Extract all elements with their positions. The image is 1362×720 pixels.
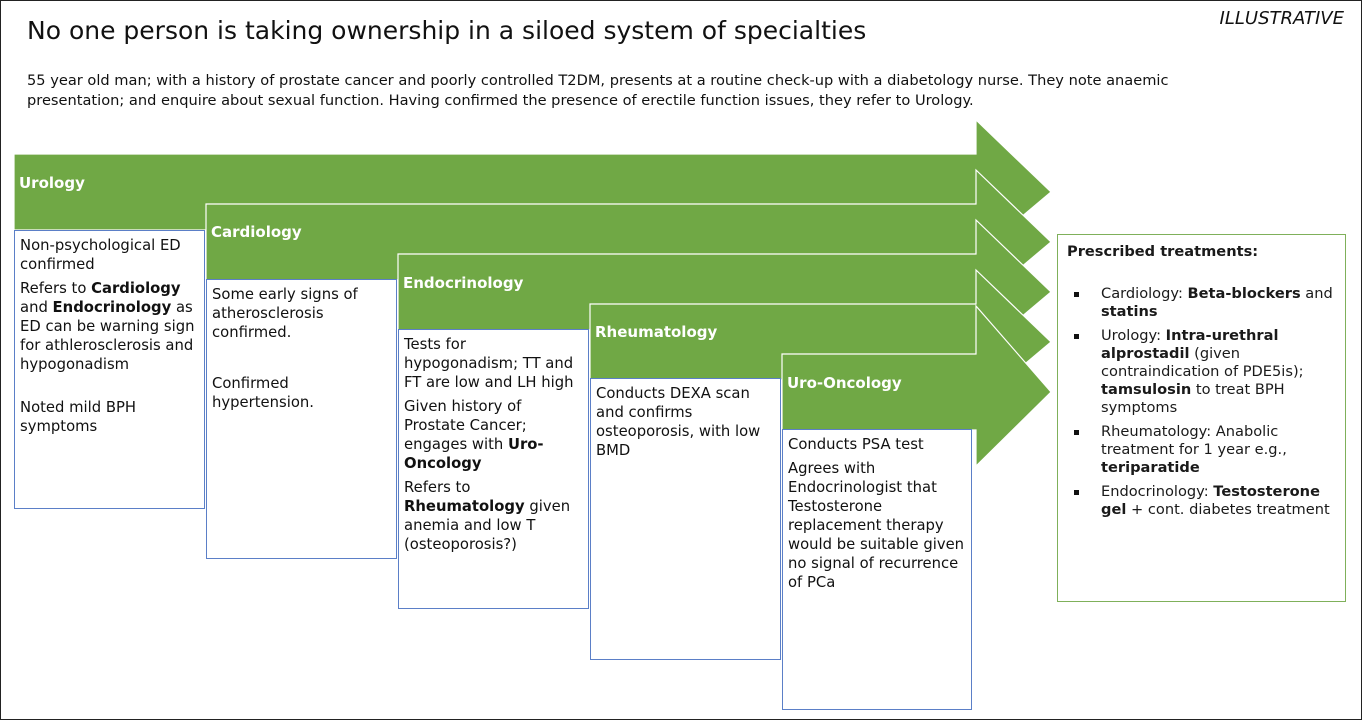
- note-paragraph: Refers to Rheumatology given anemia and …: [404, 478, 583, 554]
- note-paragraph: Some early signs of atherosclerosis conf…: [212, 285, 391, 342]
- bold-term: Beta-blockers: [1187, 285, 1301, 302]
- note-paragraph: Given history of Prostate Cancer; engage…: [404, 397, 583, 473]
- text-run: to treat BPH symptoms: [1101, 381, 1285, 416]
- note-paragraph: Tests for hypogonadism; TT and FT are lo…: [404, 335, 583, 392]
- text-run: Cardiology:: [1101, 285, 1188, 302]
- text-run: Non-psychological ED confirmed: [20, 237, 181, 273]
- note-paragraph: Non-psychological ED confirmed: [20, 236, 199, 274]
- text-run: and: [20, 299, 53, 316]
- text-run: + cont. diabetes treatment: [1126, 501, 1330, 518]
- bold-term: teriparatide: [1101, 459, 1200, 476]
- notes-rheumatology: Conducts DEXA scan and confirms osteopor…: [590, 378, 781, 660]
- text-run: Agrees with Endocrinologist that Testost…: [788, 460, 965, 591]
- bold-term: Uro-Oncology: [404, 436, 544, 472]
- text-run: (given contraindication of PDE5is);: [1101, 345, 1304, 380]
- text-run: Refers to: [404, 479, 471, 496]
- text-run: Some early signs of atherosclerosis conf…: [212, 286, 358, 341]
- text-run: Rheumatology: Anabolic treatment for 1 y…: [1101, 423, 1287, 458]
- treatment-item: Rheumatology: Anabolic treatment for 1 y…: [1067, 423, 1336, 477]
- prescribed-treatments-box: Prescribed treatments: Cardiology: Beta-…: [1057, 234, 1346, 602]
- illustrative-tag: ILLUSTRATIVE: [1219, 8, 1344, 29]
- note-paragraph: Noted mild BPH symptoms: [20, 398, 199, 436]
- note-paragraph: Conducts PSA test: [788, 435, 966, 454]
- text-run: as ED can be warning sign for athleroscl…: [20, 299, 195, 373]
- bold-term: Cardiology: [91, 280, 181, 297]
- text-run: Endocrinology:: [1101, 483, 1214, 500]
- text-run: and: [1300, 285, 1333, 302]
- note-paragraph: Agrees with Endocrinologist that Testost…: [788, 459, 966, 592]
- treatment-item: Urology: Intra-urethral alprostadil (giv…: [1067, 327, 1336, 417]
- text-run: Conducts DEXA scan and confirms osteopor…: [596, 385, 761, 459]
- treatments-heading: Prescribed treatments:: [1067, 243, 1259, 260]
- bold-term: tamsulosin: [1101, 381, 1192, 398]
- text-run: Conducts PSA test: [788, 436, 924, 453]
- slide-title: No one person is taking ownership in a s…: [27, 16, 867, 45]
- band-label-cardiology: Cardiology: [211, 223, 302, 241]
- band-label-urology: Urology: [19, 174, 85, 192]
- text-run: Confirmed hypertension.: [212, 375, 314, 411]
- notes-endocrinology: Tests for hypogonadism; TT and FT are lo…: [398, 329, 589, 609]
- note-paragraph: Refers to Cardiology and Endocrinology a…: [20, 279, 199, 374]
- case-intro: 55 year old man; with a history of prost…: [27, 72, 1169, 109]
- text-run: Refers to: [20, 280, 92, 297]
- treatment-item: Cardiology: Beta-blockers and statins: [1067, 285, 1336, 321]
- bold-term: statins: [1101, 303, 1158, 320]
- text-run: Given history of Prostate Cancer; engage…: [404, 398, 527, 453]
- text-run: Urology:: [1101, 327, 1166, 344]
- notes-cardiology: Some early signs of atherosclerosis conf…: [206, 279, 397, 559]
- bold-term: Intra-urethral alprostadil: [1101, 327, 1279, 362]
- bold-term: Rheumatology: [404, 498, 525, 515]
- text-run: given anemia and low T (osteoporosis?): [404, 498, 571, 553]
- band-label-rheumatology: Rheumatology: [595, 323, 718, 341]
- text-run: Noted mild BPH symptoms: [20, 399, 137, 435]
- treatment-item: Endocrinology: Testosterone gel + cont. …: [1067, 483, 1336, 519]
- note-paragraph: Conducts DEXA scan and confirms osteopor…: [596, 384, 775, 460]
- text-run: Tests for hypogonadism; TT and FT are lo…: [404, 336, 574, 391]
- band-label-uro-oncology: Uro-Oncology: [787, 374, 902, 392]
- note-paragraph: Confirmed hypertension.: [212, 374, 391, 412]
- bold-term: Testosterone gel: [1101, 483, 1320, 518]
- band-label-endocrinology: Endocrinology: [403, 274, 524, 292]
- bold-term: Endocrinology: [52, 299, 172, 316]
